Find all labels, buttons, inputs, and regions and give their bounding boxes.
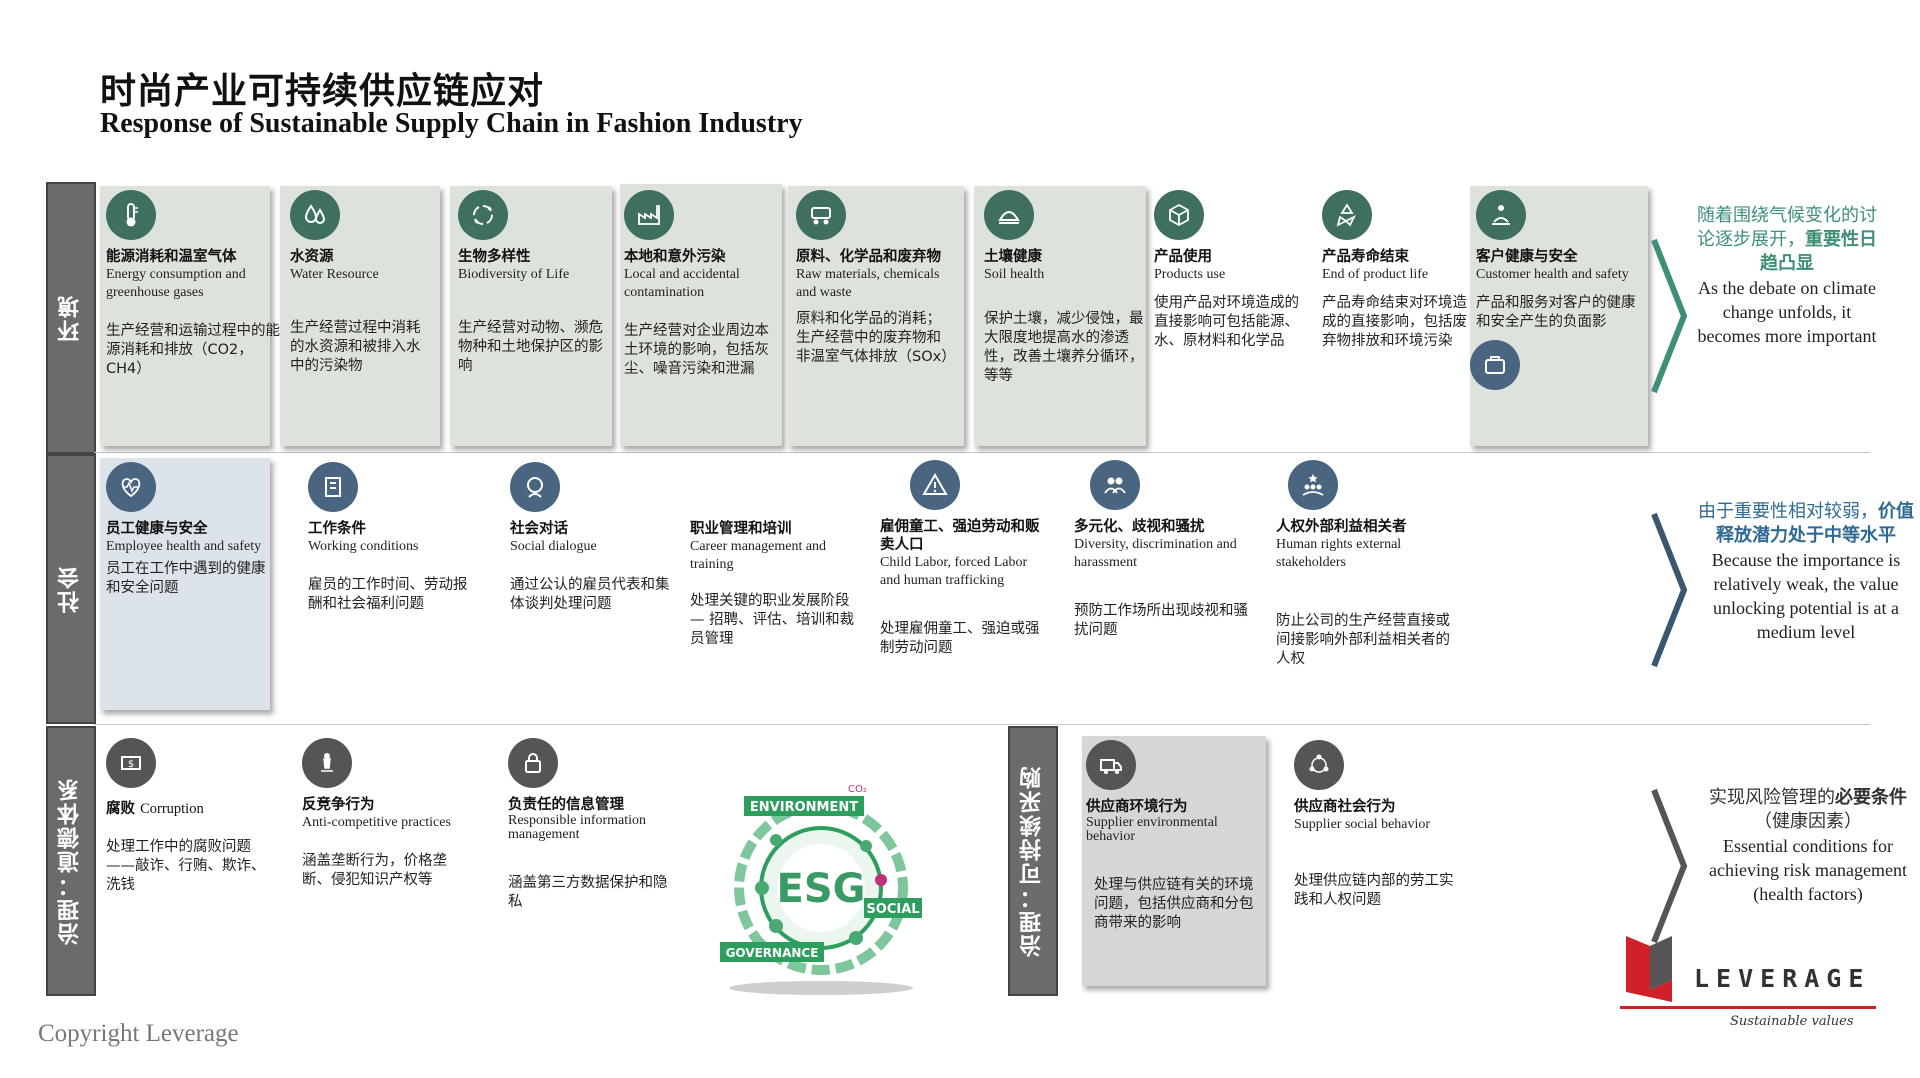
divider	[94, 724, 1870, 725]
svg-text:$: $	[128, 759, 134, 770]
env-item-customer-health: 客户健康与安全 Customer health and safety 产品和服务…	[1476, 190, 1646, 332]
logo-wordmark: LEVERAGE	[1694, 964, 1871, 993]
soc-item-career: 职业管理和培训 Career management and training 处…	[690, 521, 855, 647]
env-item-end-of-life: 产品寿命结束 End of product life 产品寿命结束对环境造成的直…	[1322, 190, 1468, 351]
chevron-right-icon	[1651, 238, 1688, 394]
water-drop-icon	[290, 190, 340, 240]
right-summary-environment: 随着围绕气候变化的讨论逐步展开，重要性日趋凸显 As the debate on…	[1697, 205, 1877, 346]
center-disc	[777, 844, 865, 932]
box-icon	[1154, 190, 1204, 240]
network-icon	[1294, 740, 1344, 790]
environment-banner	[744, 796, 864, 816]
soc-item-child-labor: 雇佣童工、强迫劳动和贩卖人口 Child Labor, forced Labor…	[880, 460, 1050, 658]
people-star-icon	[1288, 460, 1338, 510]
logo-tagline: Sustainable values	[1730, 1014, 1854, 1029]
recycle-icon	[875, 874, 887, 886]
section-label-social: 社会	[46, 454, 96, 724]
gov-item-corruption: $ 腐败 Corruption 处理工作中的腐败问题——敲诈、行贿、欺诈、洗钱	[106, 738, 276, 895]
social-banner	[864, 898, 922, 918]
proc-item-supplier-social: 供应商社会行为 Supplier social behavior 处理供应链内部…	[1294, 740, 1464, 910]
lock-icon	[508, 738, 558, 788]
gear-icon	[770, 834, 782, 846]
factory-icon	[624, 190, 674, 240]
env-item-products-use: 产品使用 Products use 使用产品对环境造成的直接影响可包括能源、水、…	[1154, 190, 1310, 351]
page-title-cn: 时尚产业可持续供应链应对	[100, 71, 545, 112]
meditation-icon	[1476, 190, 1526, 240]
section-label-governance-procurement: 治理：可持续采购	[1008, 726, 1058, 996]
right-summary-social: 由于重要性相对较弱，价值释放潜力处于中等水平 Because the impor…	[1698, 501, 1914, 642]
shadow	[729, 981, 913, 995]
section-label-environment: 环境	[46, 182, 96, 454]
chess-icon	[302, 738, 352, 788]
governance-banner	[720, 942, 824, 962]
logo-underline	[1620, 1006, 1876, 1009]
section-label-governance-ethics: 治理：道德体系	[46, 726, 96, 996]
thermometer-icon	[106, 190, 156, 240]
env-item-contamination: 本地和意外污染 Local and accidental contaminati…	[624, 190, 780, 379]
copyright-text: Copyright Leverage	[38, 1020, 239, 1047]
people-icon	[755, 881, 769, 895]
leverage-logo-icon	[1626, 936, 1672, 1002]
gov-item-information: 负责任的信息管理 Responsible information managem…	[508, 738, 678, 912]
soc-item-employee-health: 员工健康与安全 Employee health and safety 员工在工作…	[106, 462, 266, 598]
page-title-en: Response of Sustainable Supply Chain in …	[100, 108, 803, 139]
windmill-icon	[860, 840, 872, 852]
divider	[94, 452, 1870, 453]
esg-center-text: ESG	[777, 866, 866, 912]
warning-icon	[910, 460, 960, 510]
recycle-circle-icon	[458, 190, 508, 240]
soc-item-working-conditions: 工作条件 Working conditions 雇员的工作时间、劳动报酬和社会福…	[308, 462, 478, 614]
esg-graphic: ESG ENVIRONMENT SOCIAL GOVERNANCE CO₂	[720, 784, 922, 995]
briefcase-icon	[1470, 340, 1520, 390]
soil-icon	[984, 190, 1034, 240]
soc-item-diversity: 多元化、歧视和骚扰 Diversity, discrimination and …	[1074, 460, 1250, 640]
money-icon: $	[106, 738, 156, 788]
bank-icon	[769, 919, 783, 933]
truck-icon	[1086, 740, 1136, 790]
group-icon	[1090, 460, 1140, 510]
recycle-icon	[1322, 190, 1372, 240]
proc-item-supplier-env: 供应商环境行为 Supplier environmental behavior …	[1086, 740, 1256, 933]
building-icon	[308, 462, 358, 512]
gov-item-anti-competitive: 反竞争行为 Anti-competitive practices 涵盖垄断行为，…	[302, 738, 472, 890]
env-item-raw-materials: 原料、化学品和废弃物 Raw materials, chemicals and …	[796, 190, 956, 367]
co2-label: CO₂	[848, 784, 867, 795]
person-icon	[510, 462, 560, 512]
cart-icon	[796, 190, 846, 240]
env-item-biodiversity: 生物多样性 Biodiversity of Life 生产经营对动物、濒危物种和…	[458, 190, 608, 376]
chevron-right-icon	[1651, 788, 1688, 944]
env-item-soil: 土壤健康 Soil health 保护土壤，减少侵蚀，最大限度地提高水的渗透性，…	[984, 190, 1144, 386]
env-item-energy: 能源消耗和温室气体 Energy consumption and greenho…	[106, 190, 286, 379]
social-banner-text: SOCIAL	[866, 902, 919, 917]
chevron-right-icon	[1651, 512, 1688, 668]
heartbeat-icon	[106, 462, 156, 512]
soc-item-human-rights: 人权外部利益相关者 Human rights external stakehol…	[1276, 460, 1452, 669]
environment-banner-text: ENVIRONMENT	[750, 800, 858, 815]
soc-item-social-dialogue: 社会对话 Social dialogue 通过公认的雇员代表和集体谈判处理问题	[510, 462, 680, 614]
governance-banner-text: GOVERNANCE	[726, 946, 819, 960]
env-item-water: 水资源 Water Resource 生产经营过程中消耗的水资源和被排入水中的污…	[290, 190, 430, 376]
right-summary-governance: 实现风险管理的必要条件（健康因素） Essential conditions f…	[1709, 787, 1907, 904]
handshake-icon	[849, 931, 863, 945]
